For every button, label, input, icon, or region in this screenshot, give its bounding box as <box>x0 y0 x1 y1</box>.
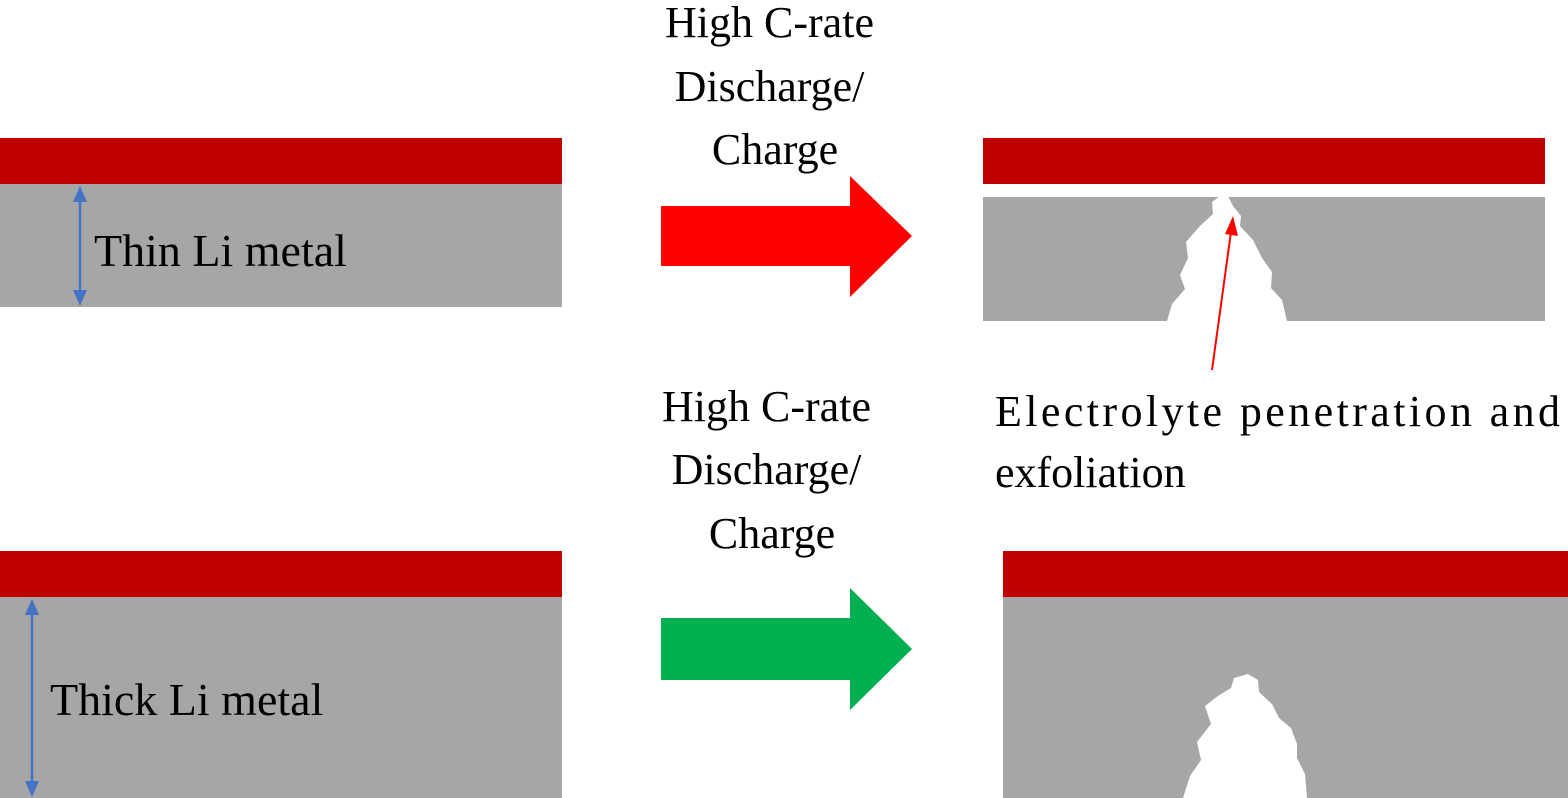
thick-li-metal-layer <box>0 597 562 798</box>
green-process-arrow <box>661 588 912 710</box>
bottom-process-label-line-2: Discharge/ <box>672 445 863 494</box>
red-process-arrow <box>661 176 912 297</box>
top-process-label-line-2: Discharge/ <box>675 62 866 111</box>
svg-text:High C-rate Discharge/: High C-rate Discharge/ Charge <box>662 382 882 558</box>
top-process-label-line-1: High C-rate <box>665 0 874 47</box>
thick-li-before-stack: Thick Li metal <box>0 551 562 798</box>
top-process: High C-rate Discharge/ Charge <box>661 0 912 297</box>
partial-penetration-void <box>1183 674 1307 798</box>
bottom-process: High C-rate Discharge/ Charge <box>661 382 912 710</box>
thin-li-after-stack: Electrolyte penetration and exfoliation <box>983 138 1568 497</box>
outcome-annotation: Electrolyte penetration and exfoliation <box>995 387 1568 497</box>
thin-li-metal-layer <box>0 184 562 307</box>
annotation-pointer <box>1211 216 1238 371</box>
thin-li-label: Thin Li metal <box>94 225 347 276</box>
thick-thickness-arrow <box>25 599 39 797</box>
current-collector-layer-detached <box>983 138 1545 184</box>
outcome-label-line-2: exfoliation <box>995 448 1186 497</box>
current-collector-layer <box>1003 551 1568 597</box>
svg-text:High C-rate Discharge/: High C-rate Discharge/ Charge <box>665 0 885 174</box>
bottom-process-label-line-3: Charge <box>709 509 835 558</box>
outcome-label-line-1: Electrolyte penetration and <box>995 387 1560 436</box>
thin-thickness-arrow <box>73 186 87 306</box>
thick-li-after-stack <box>1003 551 1568 798</box>
current-collector-layer <box>0 138 562 184</box>
current-collector-layer <box>0 551 562 597</box>
thick-li-label: Thick Li metal <box>50 674 323 725</box>
thin-li-before-stack: Thin Li metal <box>0 138 562 307</box>
bottom-process-label-line-1: High C-rate <box>662 382 871 431</box>
top-process-label-line-3: Charge <box>712 125 838 174</box>
